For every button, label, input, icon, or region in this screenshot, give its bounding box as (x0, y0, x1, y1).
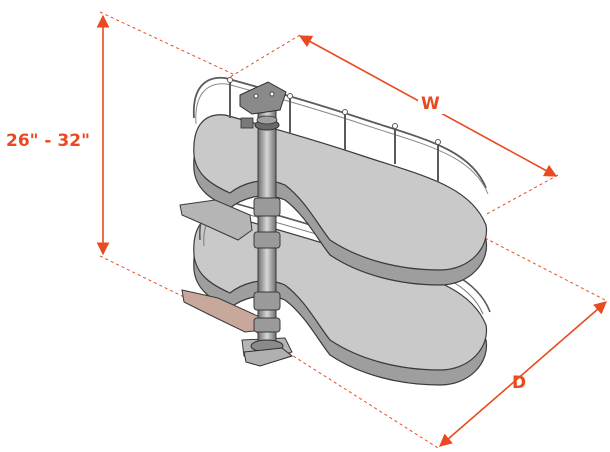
post-collar-bottom (253, 317, 281, 333)
post-top-clamp (240, 117, 254, 129)
lazy-susan-unit (179, 76, 491, 386)
width-right-guide (484, 174, 559, 216)
width-label-backdrop (418, 90, 444, 114)
rail-post-caps (227, 77, 441, 145)
lower-bracket (181, 289, 263, 333)
base-hardware (243, 339, 294, 367)
height-label: 26" - 32" (6, 131, 90, 151)
height-bottom-guide (99, 255, 269, 339)
top-bearing-ring (256, 115, 278, 125)
center-post-shaft (257, 109, 277, 351)
post-collar-top (253, 197, 281, 217)
width-left-guide (229, 34, 301, 78)
mount-bolt-1 (253, 93, 259, 99)
upper-shelf-rail (192, 76, 487, 189)
upper-shelf-rail-lower (195, 83, 489, 195)
middle-bracket (179, 199, 253, 241)
center-post (253, 109, 281, 351)
post-collar-lower (253, 291, 281, 311)
depth-top-guide (484, 237, 606, 301)
mount-bolt-2 (269, 91, 275, 97)
top-hardware (239, 81, 287, 131)
height-top-guide (99, 11, 236, 76)
depth-label: D (512, 373, 526, 393)
rail-posts (229, 80, 439, 182)
base-foot-plate (243, 347, 294, 367)
post-collar-middle (253, 231, 281, 249)
depth-arrow (439, 301, 607, 447)
dimension-guides (99, 11, 606, 449)
top-mount-plate (239, 81, 287, 115)
width-label: W (421, 94, 440, 114)
